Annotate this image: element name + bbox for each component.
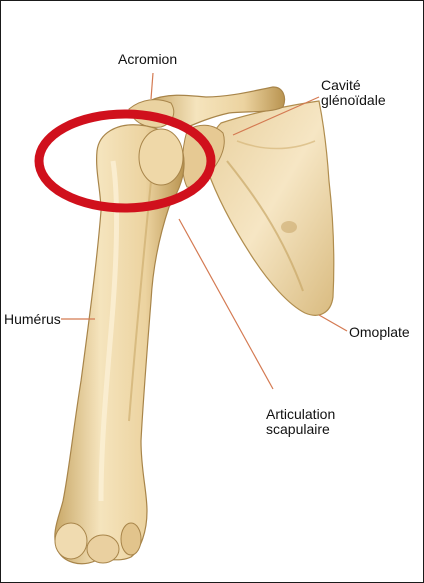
acromion-leader — [151, 73, 153, 99]
label-cavite-line2: glénoïdale — [321, 93, 386, 108]
label-cavite-glenoidale: Cavité glénoïdale — [321, 78, 386, 108]
label-humerus: Humérus — [4, 312, 61, 327]
omoplate-leader — [319, 315, 347, 331]
label-acromion: Acromion — [118, 52, 177, 67]
label-cavite-line1: Cavité — [321, 78, 386, 93]
humerus-bone — [55, 125, 184, 564]
label-articulation-scapulaire: Articulation scapulaire — [266, 407, 335, 437]
scapula-bone — [207, 101, 334, 315]
label-omoplate: Omoplate — [349, 325, 410, 340]
label-articulation-line1: Articulation — [266, 407, 335, 422]
label-articulation-line2: scapulaire — [266, 422, 335, 437]
